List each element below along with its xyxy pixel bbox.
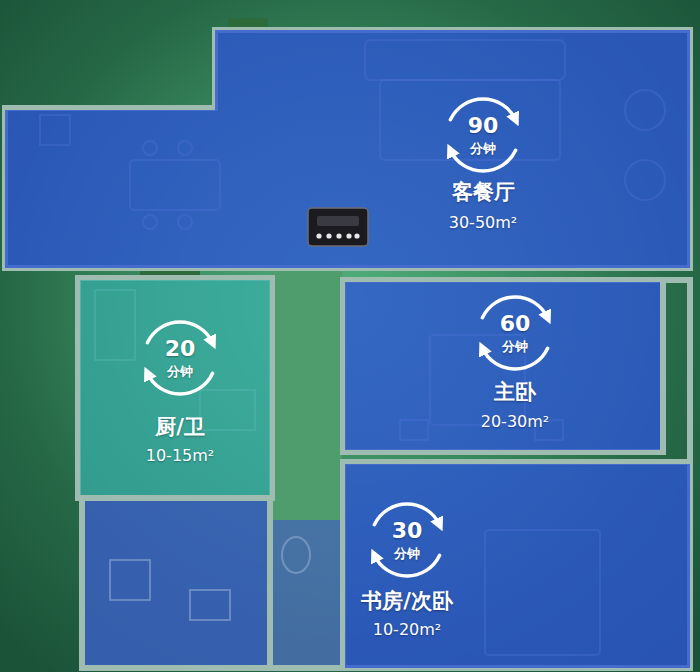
room-area: 20-30m² bbox=[481, 413, 550, 431]
room-fill bbox=[345, 464, 690, 668]
duration-ring: 20 分钟 bbox=[140, 318, 220, 398]
duration-unit: 分钟 bbox=[394, 547, 420, 561]
duration-unit: 分钟 bbox=[470, 142, 496, 156]
room-zone: 书房/次卧 10-20m² 30 分钟 bbox=[345, 464, 690, 668]
room-name: 书房/次卧 bbox=[361, 590, 453, 613]
room-fill bbox=[85, 500, 267, 665]
corridor bbox=[272, 270, 342, 520]
room-name: 客餐厅 bbox=[452, 181, 515, 204]
room-outline bbox=[5, 30, 690, 268]
air-purifier bbox=[308, 208, 368, 246]
room-area: 10-15m² bbox=[146, 447, 215, 465]
duration-unit: 分钟 bbox=[502, 340, 528, 354]
duration-ring: 90 分钟 bbox=[443, 95, 523, 175]
room-zone: 主卧 20-30m² 60 分钟 bbox=[345, 282, 660, 450]
duration-number: 30 bbox=[392, 519, 423, 543]
room-zone: 厨/卫 10-15m² 20 分钟 bbox=[80, 280, 270, 495]
duration-number: 90 bbox=[468, 114, 499, 138]
room-area: 10-20m² bbox=[373, 621, 442, 639]
duration-unit: 分钟 bbox=[167, 365, 193, 379]
room-name: 主卧 bbox=[494, 381, 536, 404]
duration-ring: 60 分钟 bbox=[475, 293, 555, 373]
room-zone: 客餐厅 30-50m² 90 分钟 bbox=[5, 30, 690, 268]
room-fill bbox=[80, 280, 270, 495]
room-fill bbox=[5, 30, 690, 268]
room-fill bbox=[345, 282, 660, 450]
room-area: 30-50m² bbox=[449, 214, 518, 232]
room-name: 厨/卫 bbox=[155, 416, 205, 439]
duration-ring: 30 分钟 bbox=[367, 500, 447, 580]
duration-number: 60 bbox=[500, 312, 531, 336]
walls bbox=[5, 30, 690, 668]
duration-number: 20 bbox=[165, 337, 196, 361]
bath-fill bbox=[272, 520, 342, 665]
